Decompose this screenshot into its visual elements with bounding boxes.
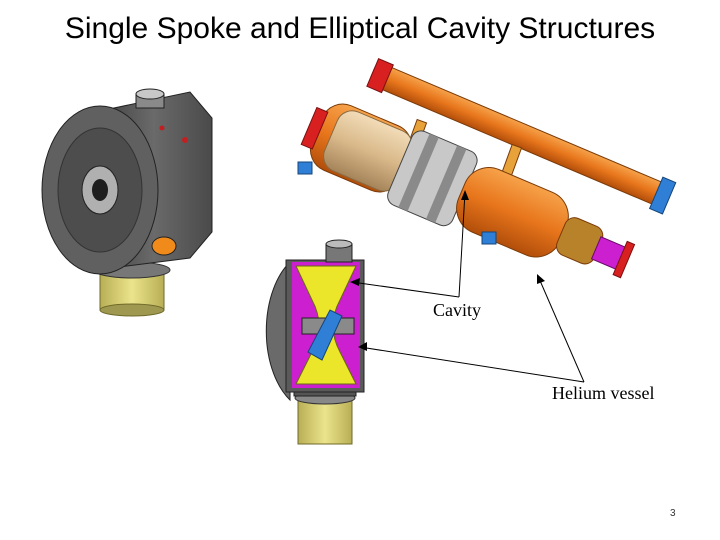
cavity-label: Cavity <box>433 300 481 320</box>
helium-vessel-label: Helium vessel <box>552 383 655 403</box>
annotation-lines <box>350 190 585 383</box>
transfer-line <box>366 58 677 215</box>
elliptical-cavity-assembly <box>297 58 677 279</box>
spoke-conductor <box>307 309 343 361</box>
spoke-cavity-assembly <box>41 88 213 317</box>
spoke-coupler-port <box>151 236 177 256</box>
slide-title: Single Spoke and Elliptical Cavity Struc… <box>64 12 656 45</box>
page-number: 3 <box>670 508 676 519</box>
spoke-cavity-cutaway <box>265 239 365 445</box>
